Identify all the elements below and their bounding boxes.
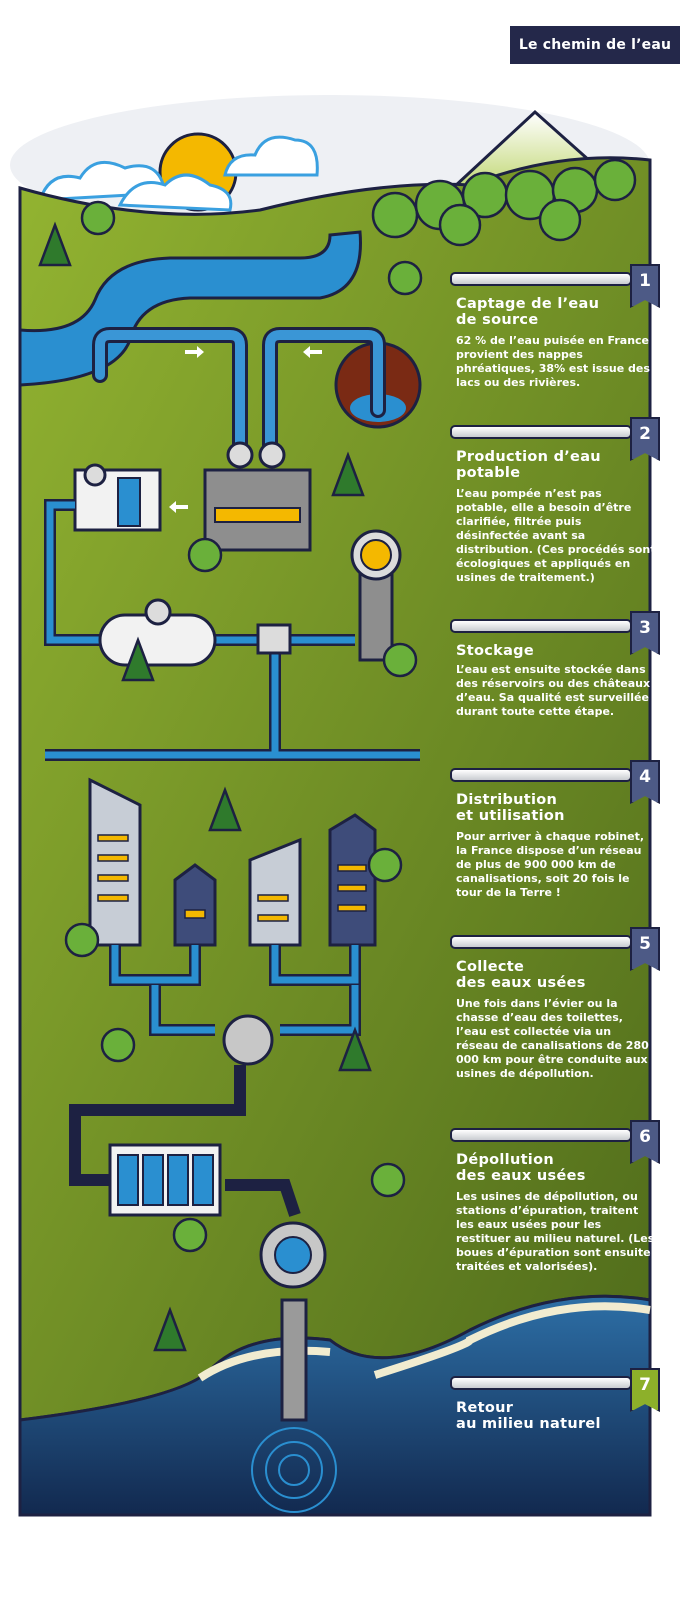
outfall-pipe <box>280 1298 308 1422</box>
step-heading: Distribution et utilisation <box>456 792 565 824</box>
step-rod <box>450 1128 632 1142</box>
beach-right <box>373 1302 651 1379</box>
step-rod <box>450 935 632 949</box>
step-rod <box>450 768 632 782</box>
trees <box>38 200 423 1352</box>
step-number-badge: 1 <box>630 264 660 308</box>
step-body: 62 % de l’eau puisée en France provient … <box>456 334 650 389</box>
step-rod <box>450 619 632 633</box>
forest <box>371 158 637 247</box>
step-body: Pour arriver à chaque robinet, la France… <box>456 830 645 899</box>
collector <box>222 1014 274 1066</box>
flow-arrows <box>169 346 322 513</box>
outfall-ripples <box>251 1427 337 1513</box>
step-heading: Production d’eau potable <box>456 449 601 481</box>
step-body: L’eau est ensuite stockée dans des réser… <box>456 663 651 718</box>
step-heading: Captage de l’eau de source <box>456 296 600 328</box>
step-body: L’eau pompée n’est pas potable, elle a b… <box>456 487 656 584</box>
step-heading: Retour au milieu naturel <box>456 1400 601 1432</box>
step-rod <box>450 1376 632 1390</box>
step-heading: Dépollution des eaux usées <box>456 1152 586 1184</box>
step-heading: Stockage <box>456 643 534 659</box>
step-rod <box>450 272 632 286</box>
sea <box>18 1294 652 1517</box>
step-body: Les usines de dépollution, ou stations d… <box>456 1190 655 1273</box>
step-heading: Collecte des eaux usées <box>456 959 586 991</box>
step-body: Une fois dans l’évier ou la chasse d’eau… <box>456 997 649 1080</box>
page-title: Le chemin de l’eau <box>510 26 680 64</box>
clouds <box>37 135 319 212</box>
step-rod <box>450 425 632 439</box>
windows <box>97 834 367 922</box>
valve <box>256 623 292 655</box>
beach <box>197 1346 331 1382</box>
